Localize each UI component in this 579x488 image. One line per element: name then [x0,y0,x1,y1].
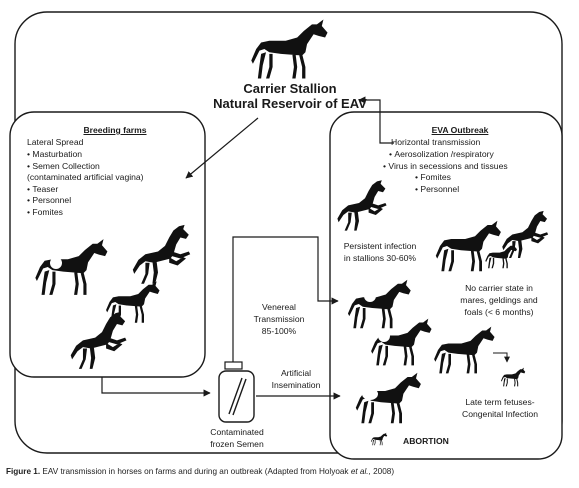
semen-line-1: Contaminated [210,427,264,437]
breeding-farms-title: Breeding farms [83,125,147,135]
figure-caption: Figure 1. EAV transmission in horses on … [6,467,576,476]
figure-caption-text: EAV transmission in horses on farms and … [40,467,351,476]
semen-container-icon [218,361,255,423]
carrier-stallion-horse-icon [251,19,328,79]
outbreak-list: Aerosolization /respiratory Virus in sec… [383,149,508,196]
arrow-outbreak-to-carrier [358,96,394,144]
venereal-line-2: Transmission [253,314,305,324]
eva-outbreak-title: EVA Outbreak [431,125,489,135]
figure-caption-label: Figure 1. [6,467,41,476]
carrier-stallion-subtitle: Natural Reservoir of EAV [213,96,367,111]
outbreak-list-item: Personnel [383,184,508,196]
breeding-list: Masturbation Semen Collection (contamina… [27,149,144,219]
arrow-breeding-to-semen [101,377,211,397]
infection-mark [362,388,378,400]
figure-caption-et-al: et al., [350,467,371,476]
eva-outbreak-box [329,111,563,460]
breeding-list-item: Semen Collection [27,161,144,173]
breeding-list-item: Teaser [27,184,144,196]
outbreak-list-item: Fomites [383,172,508,184]
infection-mark [364,290,376,302]
abortion-label: ABORTION [403,436,449,446]
breeding-list-item: Masturbation [27,149,144,161]
venereal-line-1: Venereal [262,302,296,312]
venereal-line-3: 85-100% [261,326,297,336]
infection-mark [50,257,62,269]
infection-mark [378,330,390,342]
no-carrier-line-1: No carrier state in [465,283,533,293]
semen-line-2: frozen Semen [210,439,264,449]
persistent-infection-line-1: Persistent infection [343,241,417,251]
insemination-line-1: Artificial [280,368,312,378]
no-carrier-line-3: foals (< 6 months) [464,307,534,317]
breeding-list-item: (contaminated artificial vagina) [27,172,144,183]
outbreak-list-item: Aerosolization /respiratory [383,149,508,161]
insemination-line-2: Insemination [271,380,321,390]
breeding-intro: Lateral Spread [27,137,84,147]
outbreak-intro: Horizontal transmission [391,137,481,147]
no-carrier-line-2: mares, geldings and [460,295,538,305]
arrow-venereal-transmission [232,236,339,362]
breeding-list-item: Personnel [27,195,144,207]
late-term-line-2: Congenital Infection [462,409,538,419]
breeding-list-item: Fomites [27,207,144,219]
breeding-farms-box [9,111,206,378]
persistent-infection-line-2: in stallions 30-60% [343,253,417,263]
arrow-late-term [493,352,510,363]
figure-caption-year: 2008) [370,467,395,476]
carrier-stallion-title: Carrier Stallion [243,81,337,96]
outbreak-list-item: Virus in secessions and tissues [383,161,507,173]
late-term-line-1: Late term fetuses- [465,397,535,407]
arrow-carrier-to-breeding [185,117,259,179]
